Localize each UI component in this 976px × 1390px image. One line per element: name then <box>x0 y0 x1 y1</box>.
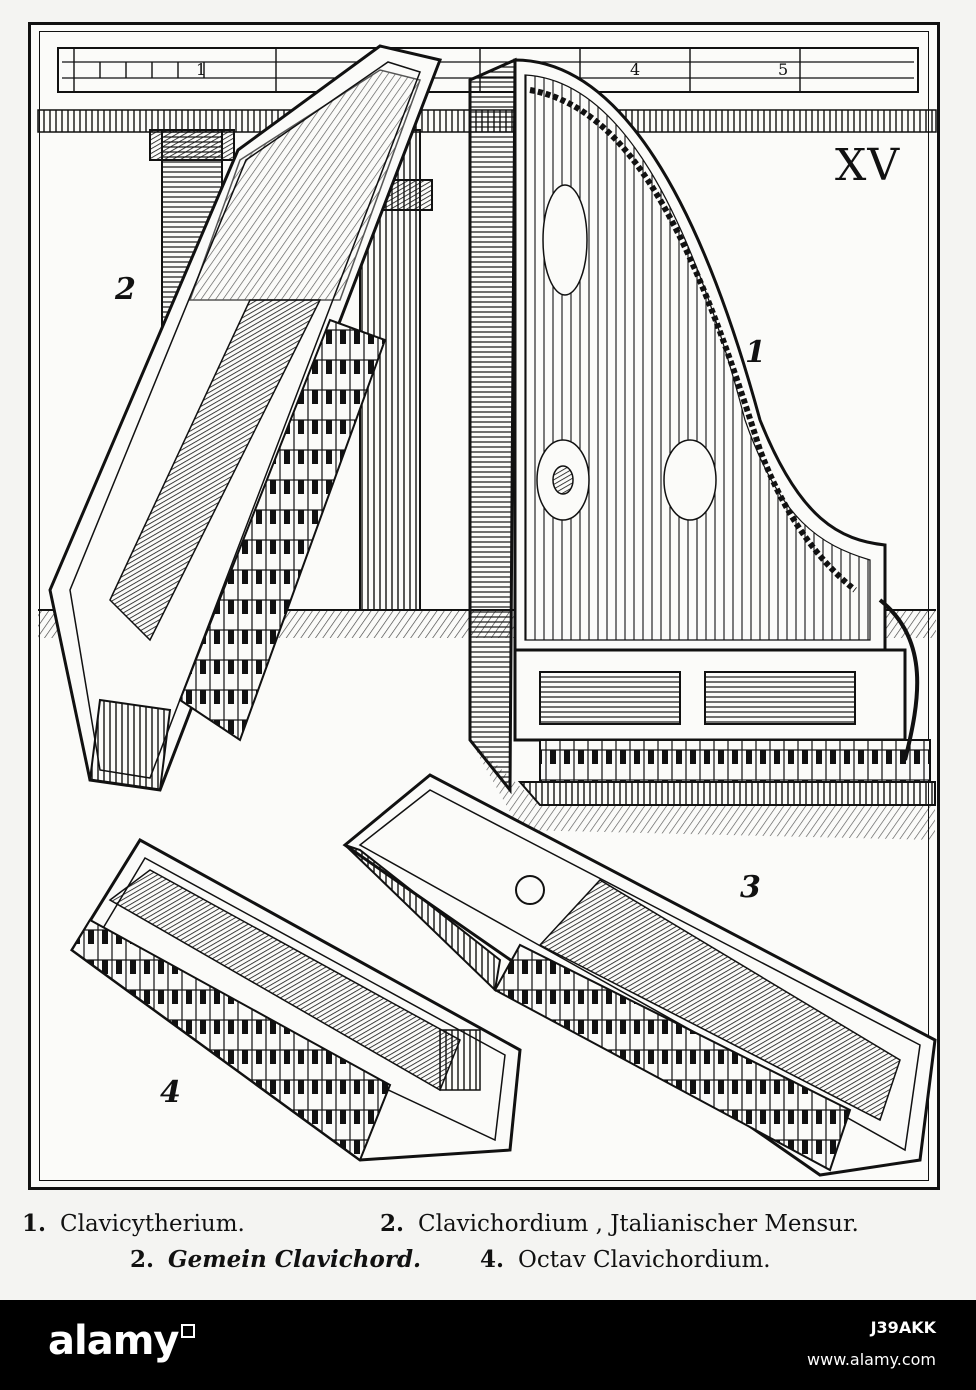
brand-name: alamy <box>48 1318 179 1364</box>
caption-label: Clavicytherium. <box>60 1211 245 1237</box>
instrument-clavicytherium <box>468 57 936 806</box>
stock-watermark-bar: alamy J39AKK www.alamy.com <box>0 1300 976 1390</box>
figure-number-1: 1 <box>745 335 766 370</box>
engraving-illustration <box>37 44 937 1177</box>
caption-number: 4. <box>480 1246 505 1273</box>
caption-number: 2. <box>380 1210 405 1237</box>
scale-label-5: 5 <box>778 60 789 79</box>
caption-label: Gemein Clavichord. <box>168 1246 422 1273</box>
logo-square-icon <box>181 1324 196 1338</box>
plate-number: XV <box>835 140 901 191</box>
caption-item-4: 4. Octav Clavichordium. <box>480 1246 771 1273</box>
stock-url-label: www.alamy.com <box>807 1350 936 1369</box>
caption-label: Clavichordium , Jtalianischer Mensur. <box>418 1211 859 1237</box>
caption-number: 2. <box>130 1246 155 1273</box>
brand-logo: alamy <box>48 1318 196 1364</box>
measurement-scale <box>57 47 919 93</box>
plate-caption: 1. Clavicytherium. 2. Clavichordium , Jtal… <box>0 1200 976 1290</box>
instrument-gemein-clavichord <box>342 773 937 1177</box>
figure-number-2: 2 <box>115 272 136 307</box>
figure-number-3: 3 <box>740 870 761 905</box>
caption-number: 1. <box>22 1210 47 1237</box>
caption-item-2: 2. Clavichordium , Jtalianischer Mensur. <box>380 1210 859 1237</box>
caption-item-1: 1. Clavicytherium. <box>22 1210 245 1237</box>
image-id-label: J39AKK <box>870 1318 936 1337</box>
figure-number-4: 4 <box>160 1075 181 1110</box>
instrument-italian-clavichord <box>48 44 443 792</box>
caption-item-3: 2. Gemein Clavichord. <box>130 1246 421 1273</box>
scale-label-4: 4 <box>630 60 641 79</box>
instrument-octav-clavichordium <box>69 837 522 1162</box>
caption-label: Octav Clavichordium. <box>518 1247 771 1273</box>
scale-label-1: 1 <box>196 60 207 79</box>
plate-inner-border <box>39 31 929 1181</box>
